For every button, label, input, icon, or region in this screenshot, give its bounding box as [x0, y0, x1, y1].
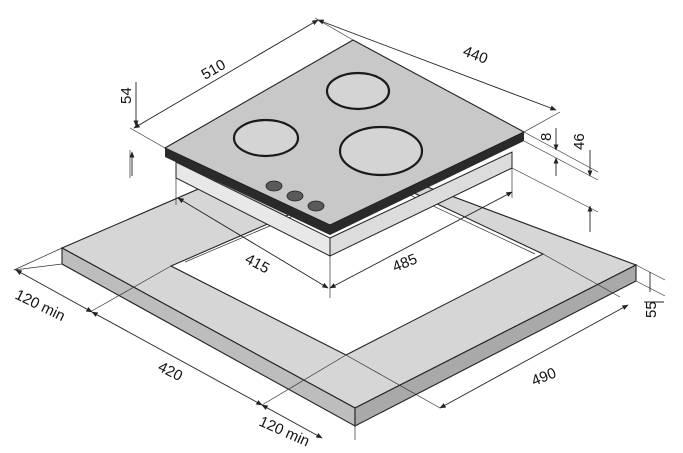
label-440: 440 — [461, 43, 490, 68]
burner-left — [232, 118, 300, 158]
knob-2 — [286, 190, 304, 202]
label-120-min-front: 120 min — [256, 413, 312, 450]
burner-right — [338, 125, 424, 177]
dim-line-485 — [329, 191, 513, 289]
label-46: 46 — [571, 133, 588, 150]
label-420: 420 — [155, 358, 185, 385]
label-120-min-side: 120 min — [12, 286, 67, 325]
dim-line-120-side — [15, 269, 93, 313]
burner-back — [325, 71, 391, 111]
dim-line-415 — [177, 197, 329, 289]
label-490: 490 — [529, 365, 559, 390]
extension-lines — [13, 17, 666, 440]
dim-line-510 — [133, 19, 319, 129]
label-55: 55 — [643, 301, 660, 318]
dim-line-420 — [91, 311, 263, 406]
label-8: 8 — [538, 133, 555, 141]
dim-line-490 — [439, 304, 629, 409]
label-510: 510 — [199, 56, 229, 83]
dim-line-120-front — [261, 404, 323, 439]
knob-3 — [307, 200, 325, 212]
dim-line-440 — [317, 19, 557, 111]
dimension-lines — [15, 19, 664, 439]
label-54: 54 — [118, 87, 135, 104]
knob-1 — [265, 180, 283, 192]
